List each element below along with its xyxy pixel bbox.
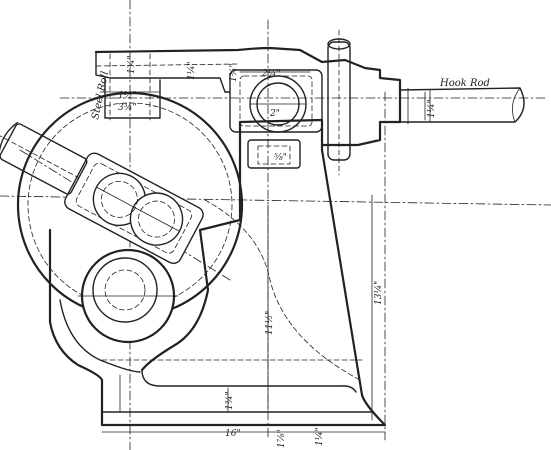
dimension-lines [99, 71, 426, 433]
vertical-shaft [327, 29, 351, 176]
hook-rod [399, 87, 525, 125]
dim-top-1-3-4-a: 1¾" [126, 55, 137, 74]
dim-pin-5-8: ⅝" [274, 153, 287, 163]
dim-top-1-3-4-b: 1¾" [228, 63, 239, 82]
frame-body [48, 118, 387, 427]
motion-curve [204, 199, 361, 381]
dim-rod-1-1-4: 1¼" [426, 99, 437, 118]
dim-base-1-1-4: 1¼" [314, 427, 325, 446]
hook-rod-label: Hook Rod [439, 78, 490, 89]
dim-height-13-1-4: 13¼" [373, 281, 384, 305]
dim-base-1-3-4: 1¾" [224, 391, 235, 410]
dim-top-1-1-4: 1¼" [186, 61, 197, 80]
dim-base-16: 16" [225, 429, 241, 439]
lower-roll [77, 248, 179, 344]
dim-top-3-3-4: 3¾" [118, 102, 137, 113]
dim-height-11-1-2: 11½" [264, 311, 275, 335]
bearing-block [229, 69, 323, 169]
dim-base-1-7-8: 1⅞" [277, 429, 287, 448]
steel-roll-assembly [64, 152, 204, 264]
dim-top-1-1-2: 1½" [118, 90, 137, 101]
top-arm [94, 46, 402, 147]
dim-pin-2: 2" [269, 109, 280, 119]
roll-shaft [0, 121, 88, 195]
dim-top-2-1-4: 2¼" [261, 68, 281, 79]
